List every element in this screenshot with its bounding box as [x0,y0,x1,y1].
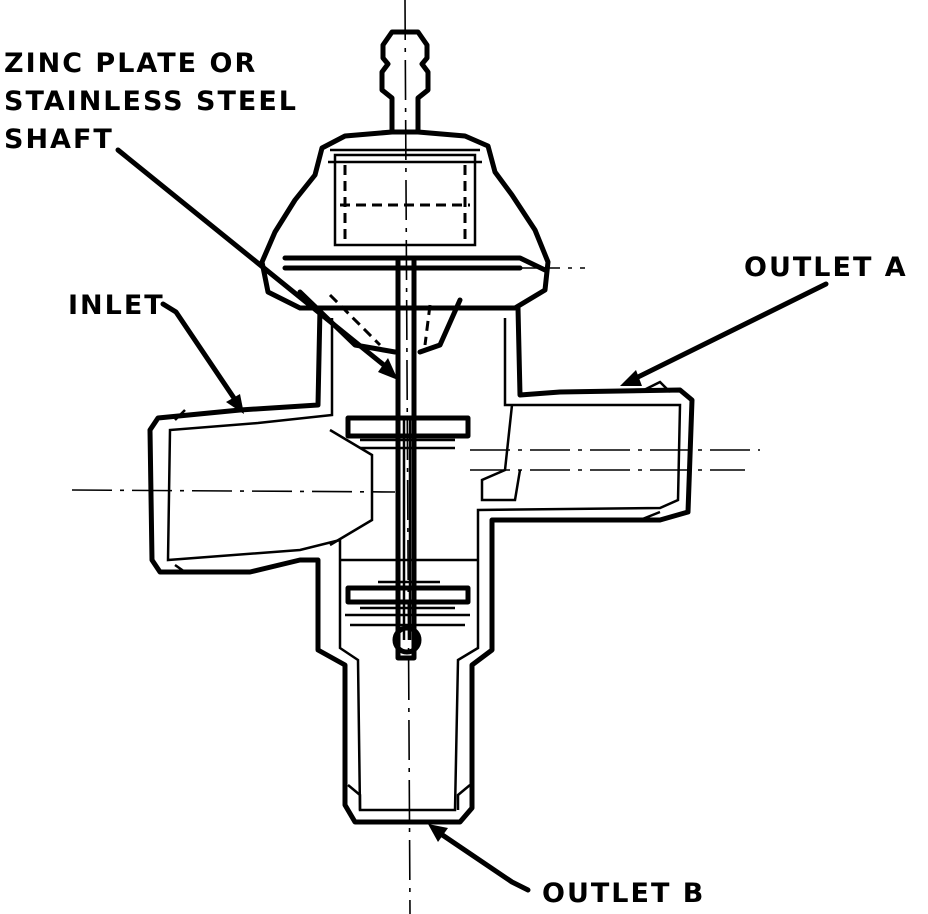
outlet-a-leader-arrow [620,370,642,386]
diaphragm-cap-inner [328,148,482,164]
outlet-a-barb [639,380,671,522]
outlet-b-leader [435,829,531,893]
inlet-leader-arrow [226,394,244,414]
diaphragm-plate [282,255,548,273]
outlet-b-leader-arrow [428,824,448,842]
valve-shaft [395,255,417,661]
shaft-label-line-1: ZINC PLATE OR [4,48,258,79]
spring-outline [340,165,470,240]
inlet-label: INLET [68,290,165,321]
diaphragm-cap [259,129,551,311]
vertical-centerline [404,0,411,914]
shaft-leader [115,147,393,373]
lower-disc-rings [360,580,455,610]
lower-chamber [340,558,478,627]
outlet-b-label: OUTLET B [542,878,706,909]
lower-valve-disc [345,585,471,605]
inlet-passage [329,428,374,547]
cone-dash [328,293,432,347]
outlet-a-leader [629,281,829,383]
shaft-leader-arrow [378,358,398,380]
inlet-leader [160,301,241,407]
inlet-centerline [71,489,396,493]
upper-valve-disc [345,415,471,439]
outlet-b-barb [347,784,471,810]
inlet-barb [174,409,186,574]
valve-body [147,305,695,825]
shaft-label-line-3: SHAFT [4,124,114,155]
outlet-a-label: OUTLET A [744,252,908,283]
outlet-a-passage [480,404,522,502]
valve-body-inner [166,318,682,812]
shaft-ball [392,625,422,655]
upper-disc-rings [360,438,455,450]
shaft-label-line-2: STAINLESS STEEL [4,86,298,117]
spring-housing [333,153,477,247]
